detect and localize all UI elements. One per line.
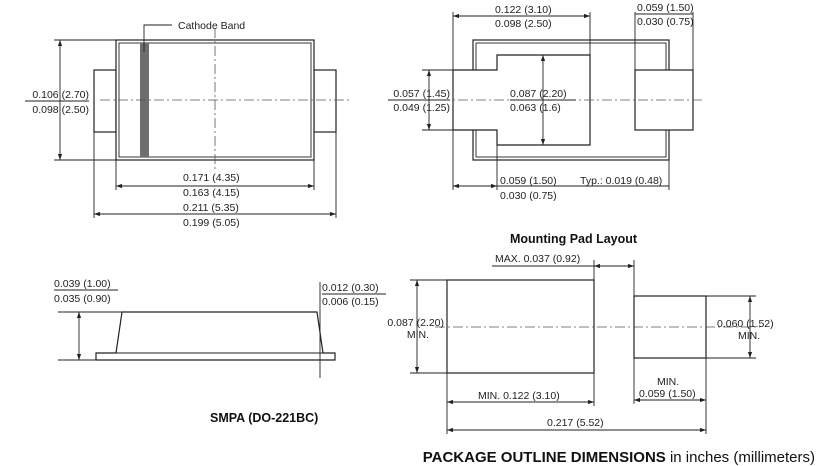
cathode-band-label: Cathode Band — [178, 20, 245, 32]
left-lead — [93, 69, 117, 133]
lead-width-max: 0.059 (1.50) — [637, 2, 694, 14]
right-pad-height-label: MIN. — [738, 330, 760, 342]
footer-title: PACKAGE OUTLINE DIMENSIONS in inches (mi… — [423, 449, 815, 466]
bottom-view: 0.122 (3.10) 0.098 (2.50) 0.059 (1.50) 0… — [388, 2, 702, 202]
left-pad-height-label: MIN. — [407, 329, 429, 341]
total-length-min: 0.199 (5.05) — [183, 217, 240, 229]
lead-width-min: 0.030 (0.75) — [637, 16, 694, 28]
side-height-min: 0.035 (0.90) — [54, 293, 111, 305]
lead-height-max: 0.057 (1.45) — [393, 88, 450, 100]
body-length-max: 0.171 (4.35) — [183, 172, 240, 184]
bottom-width-min: 0.030 (0.75) — [500, 190, 557, 202]
lead-height-min: 0.049 (1.25) — [393, 102, 450, 114]
pad-span-max: 0.122 (3.10) — [495, 4, 552, 16]
top-view: Cathode Band 0.106 (2.70) 0.098 (2.50) 0… — [25, 20, 352, 229]
right-pad-width-label: MIN. — [657, 376, 679, 388]
left-mounting-pad — [446, 279, 595, 374]
right-pad-height-value: 0.060 (1.52) — [717, 318, 774, 330]
mounting-pad-layout: Mounting Pad Layout MAX. 0.037 (0.92) 0.… — [387, 232, 774, 434]
total-pad-width-value: 0.217 (5.52) — [547, 417, 604, 429]
height-min: 0.098 (2.50) — [32, 104, 89, 116]
total-length-max: 0.211 (5.35) — [183, 202, 239, 214]
package-name: SMPA (DO-221BC) — [210, 411, 318, 425]
footer-title-bold: PACKAGE OUTLINE DIMENSIONS — [423, 449, 666, 466]
body-length-min: 0.163 (4.15) — [183, 187, 240, 199]
pad-layout-title: Mounting Pad Layout — [510, 232, 638, 246]
gap-value: MAX. 0.037 (0.92) — [495, 253, 580, 265]
height-max: 0.106 (2.70) — [32, 89, 89, 101]
pad-span-min: 0.098 (2.50) — [495, 18, 552, 30]
typical-dimension: Typ.: 0.019 (0.48) — [580, 175, 662, 187]
bottom-width-max: 0.059 (1.50) — [500, 175, 557, 187]
lead-thickness-min: 0.006 (0.15) — [322, 296, 379, 308]
side-view: 0.039 (1.00) 0.035 (0.90) 0.012 (0.30) 0… — [54, 278, 386, 425]
inner-height-min: 0.063 (1.6) — [510, 102, 561, 114]
footer-title-units: in inches (millimeters) — [666, 449, 815, 466]
right-pad-width-value: 0.059 (1.50) — [639, 388, 696, 400]
lead-thickness-max: 0.012 (0.30) — [322, 282, 379, 294]
right-lead — [313, 69, 337, 133]
left-pad-height-value: 0.087 (2.20) — [387, 317, 444, 329]
inner-height-max: 0.087 (2.20) — [510, 88, 567, 100]
left-pad-width-value: MIN. 0.122 (3.10) — [478, 390, 560, 402]
side-height-max: 0.039 (1.00) — [54, 278, 111, 290]
callout-leader — [143, 24, 172, 52]
